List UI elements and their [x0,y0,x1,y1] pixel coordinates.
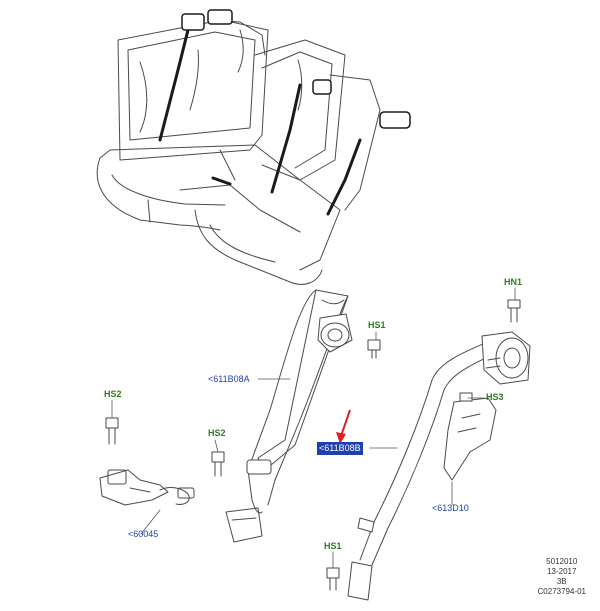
bolt-icon [507,299,521,323]
retractor-icon [317,313,353,353]
diagram-info-block: 5012010 13-2017 3B C0273794-01 [538,557,586,597]
callout-hs2-left[interactable]: HS2 [104,389,122,399]
installed-belts [158,20,362,216]
seatbelt-strap-icon [347,339,499,601]
callout-hs1-top[interactable]: HS1 [368,320,386,330]
info-line-4: C0273794-01 [537,587,586,596]
callout-hs2-mid[interactable]: HS2 [208,428,226,438]
callout-613d10[interactable]: <613D10 [432,503,469,513]
red-arrow-icon [336,409,351,444]
callout-hs3[interactable]: HS3 [486,392,504,402]
bracket-icon [443,392,497,481]
seat-outline-icon [96,19,381,285]
callout-611b08a[interactable]: <611B08A [208,374,250,384]
callout-hs1-bottom[interactable]: HS1 [324,541,342,551]
bolt-icon [367,339,381,359]
callout-611b08b-selected[interactable]: <611B08B [317,442,363,455]
leader-lines [111,287,516,569]
info-line-1: 5012010 [546,557,578,566]
buckle-icon [99,469,195,506]
info-line-2: 13-2017 [547,567,577,576]
bolt-icon [211,451,225,477]
bolt-icon [105,417,119,445]
info-line-3: 3B [556,577,567,586]
retractor-icon [481,331,531,385]
bolt-icon [326,567,340,591]
callout-60045[interactable]: <60045 [128,529,159,539]
belt-anchor-icon [225,459,272,543]
callout-hn1[interactable]: HN1 [504,277,523,287]
